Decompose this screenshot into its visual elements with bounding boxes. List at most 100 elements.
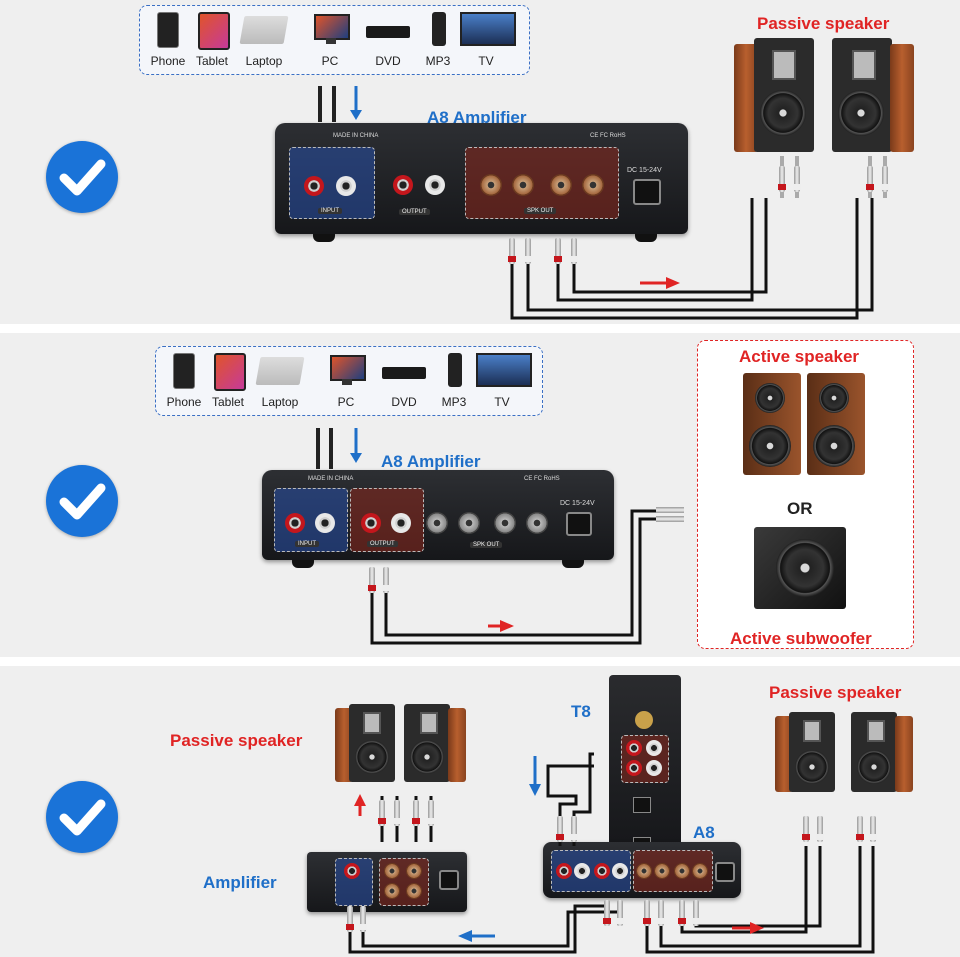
mp3-player-icon: [432, 12, 446, 46]
t8-device: [609, 675, 681, 867]
t8-output-group: [621, 735, 669, 783]
rca-plug: [802, 816, 810, 842]
input-label: INPUT: [318, 208, 342, 214]
mp3-player-icon: [448, 353, 462, 387]
pc-icon: [330, 355, 366, 381]
input-group: INPUT: [289, 147, 375, 219]
device-phone: Phone: [166, 353, 202, 409]
rca-plug: [616, 900, 624, 926]
t8-label: T8: [571, 702, 591, 721]
input-r-jack: [556, 863, 572, 879]
a8-amplifier-rear: MADE IN CHINA CE FC RoHS INPUT OUTPUT SP…: [275, 123, 688, 242]
spk-post: [550, 174, 572, 196]
passive-speaker-title-right: Passive speaker: [769, 683, 902, 702]
output-label: OUTPUT: [399, 209, 430, 215]
panel-passive-speaker-setup: Phone Tablet Laptop PC DVD MP3 TV A8 Amp…: [0, 0, 960, 324]
device-phone: Phone: [150, 12, 186, 68]
tweeter-icon: [819, 383, 849, 413]
rca-plug: [346, 906, 354, 932]
woofer-icon: [355, 740, 389, 774]
active-speaker-right: [807, 373, 865, 475]
device-label: Laptop: [245, 54, 283, 68]
device-pc: PC: [320, 353, 372, 409]
output-group: OUTPUT: [350, 488, 424, 552]
passive-speaker-left: [775, 712, 837, 794]
rca-plug: [881, 166, 889, 192]
output-l-jack: [391, 513, 411, 533]
spk-post: [526, 512, 548, 534]
woofer-icon: [749, 425, 791, 467]
spk-post: [692, 863, 708, 879]
tweeter-icon: [852, 50, 876, 80]
passive-speaker-title: Passive speaker: [757, 14, 890, 33]
rca-plug: [378, 800, 386, 826]
amp-foot: [292, 560, 314, 568]
spk-post: [384, 863, 400, 879]
rca-plug: [412, 800, 420, 826]
spk-post: [406, 883, 422, 899]
tweeter-icon: [772, 50, 796, 80]
device-label: TV: [478, 54, 494, 68]
tweeter-icon: [755, 383, 785, 413]
passive-speaker-left: [335, 704, 397, 784]
tweeter-icon: [363, 712, 381, 734]
dvd-player-icon: [366, 26, 410, 38]
spk-post: [674, 863, 690, 879]
rca-plug: [793, 166, 801, 192]
spk-post: [636, 863, 652, 879]
spk-post: [494, 512, 516, 534]
active-speaker-title: Active speaker: [739, 347, 860, 366]
a8-amplifier-rear: [543, 842, 741, 898]
passive-speaker-right: [851, 712, 913, 794]
spk-out-label: SPK OUT: [524, 208, 557, 214]
input-r-jack: [344, 863, 360, 879]
dc-label: DC 15-24V: [560, 500, 595, 507]
panel-dual-amp-setup: Passive speaker Amplifier T8 A8 Passive …: [0, 666, 960, 957]
active-device-box: Active speaker OR Active subwoofer: [697, 340, 914, 649]
dvd-player-icon: [382, 367, 426, 379]
tweeter-icon: [867, 720, 885, 742]
spk-post: [384, 883, 400, 899]
input-r-jack: [285, 513, 305, 533]
device-pc: PC: [304, 12, 356, 68]
a8-label: A8: [693, 823, 715, 842]
rca-plug: [359, 906, 367, 932]
rca-plug: [692, 900, 700, 926]
device-label: TV: [494, 395, 510, 409]
device-label: Phone: [166, 395, 202, 409]
checkmark-circle-icon: [46, 141, 118, 213]
tv-icon: [476, 353, 532, 387]
input-r-jack: [304, 176, 324, 196]
rca-plug: [678, 900, 686, 926]
rca-plug: [570, 238, 578, 264]
made-in-label: MADE IN CHINA: [333, 133, 379, 139]
device-label: Tablet: [211, 395, 245, 409]
woofer-icon: [776, 539, 834, 597]
a8-amplifier-rear: MADE IN CHINA CE FC RoHS INPUT OUTPUT SP…: [262, 470, 614, 568]
output-r-jack: [361, 513, 381, 533]
device-mp3: MP3: [420, 12, 456, 68]
amp-foot: [562, 560, 584, 568]
source-devices-box: Phone Tablet Laptop PC DVD MP3 TV: [155, 346, 543, 416]
device-label: DVD: [391, 395, 417, 409]
t8-jack: [646, 760, 662, 776]
amp-foot: [635, 234, 657, 242]
tweeter-icon: [420, 712, 438, 734]
device-mp3: MP3: [436, 353, 472, 409]
rca-plug: [643, 900, 651, 926]
dc-jack: [715, 862, 735, 882]
amp-title: A8 Amplifier: [427, 108, 527, 127]
spk-post: [480, 174, 502, 196]
passive-speaker-right: [832, 38, 914, 154]
t8-jack: [646, 740, 662, 756]
antenna-jack: [635, 711, 653, 729]
device-label: MP3: [441, 395, 467, 409]
rca-plug: [508, 238, 516, 264]
cert-label: CE FC RoHS: [524, 476, 560, 482]
device-tv: TV: [474, 353, 532, 409]
or-label: OR: [787, 499, 813, 518]
output-l-jack: [425, 175, 445, 195]
input-l-jack: [336, 176, 356, 196]
woofer-icon: [857, 750, 891, 784]
phone-icon: [173, 353, 195, 389]
